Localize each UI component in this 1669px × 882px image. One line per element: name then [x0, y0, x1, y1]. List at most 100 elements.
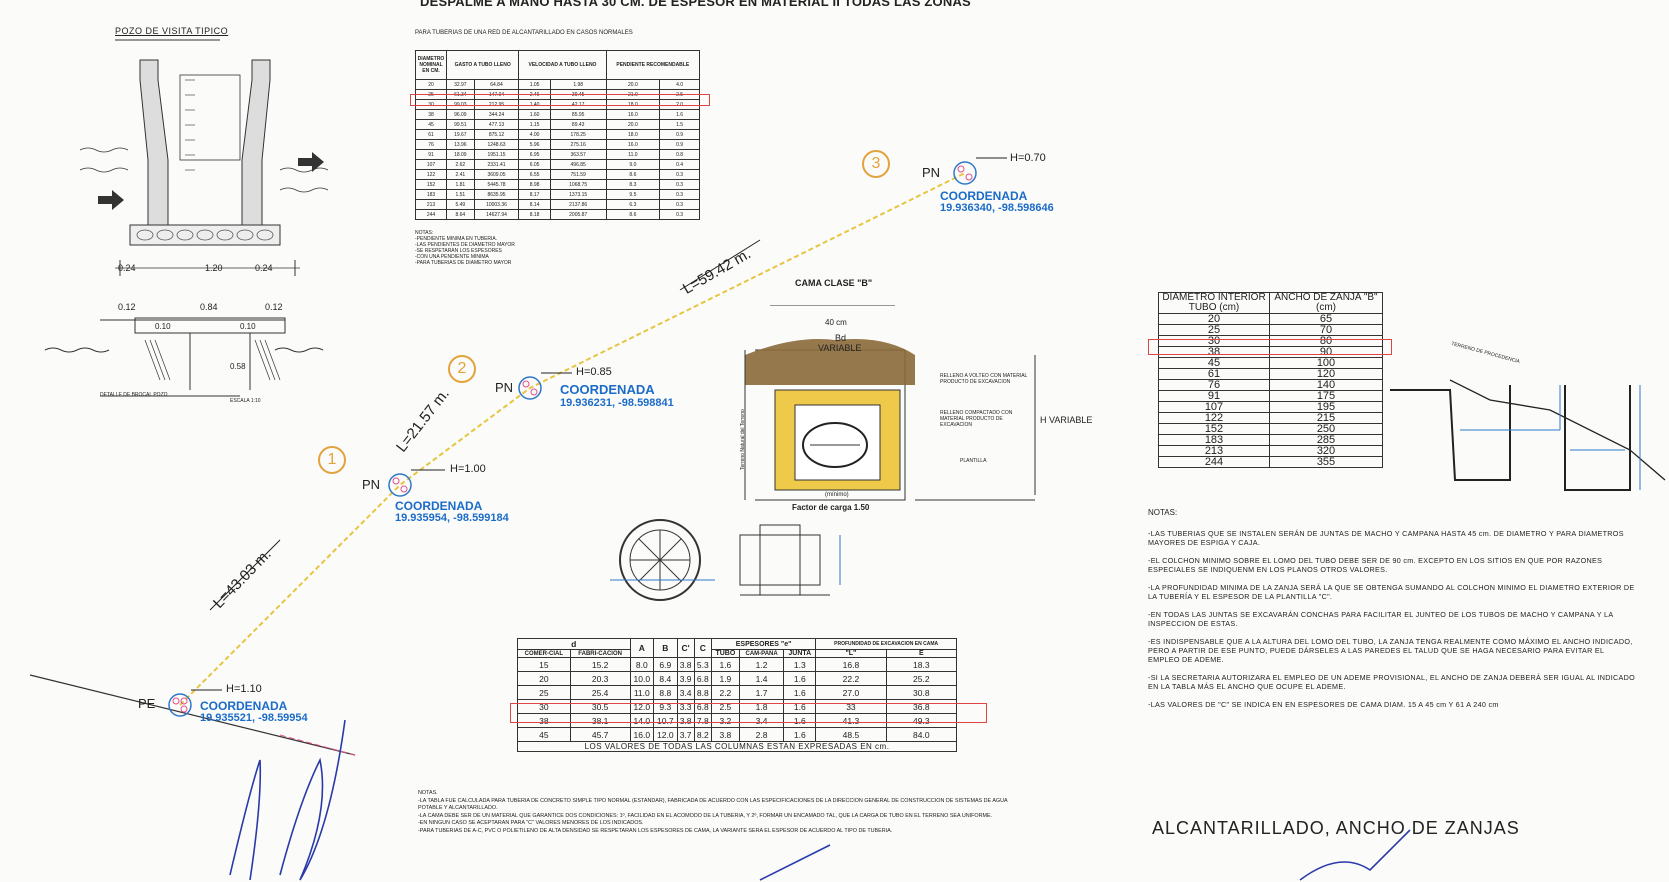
- tub-highlight: [410, 94, 710, 106]
- point-pe-coord: 19.935521, -98.59954: [200, 712, 308, 724]
- tub-cell: 1.15: [518, 119, 551, 130]
- page-title: DESPALME A MANO HASTA 30 CM. DE ESPESOR …: [420, 0, 971, 9]
- dims-cell: 2.8: [738, 727, 785, 742]
- tub-cell: 6.95: [518, 149, 551, 160]
- dims-cell: 45.7: [569, 727, 631, 742]
- cama-variable: VARIABLE: [818, 343, 862, 353]
- dims-h-tubo: TUBO: [710, 649, 740, 658]
- tub-cell: 0.3: [659, 199, 700, 210]
- note-2: -EL COLCHON MINIMO SOBRE EL LOMO DEL TUB…: [1148, 556, 1603, 574]
- zanja-cell: 213: [1158, 445, 1270, 457]
- dims-cell: 27.0: [815, 685, 887, 700]
- tub-cell: 8.64: [446, 209, 475, 220]
- dims-cell: 2.2: [710, 685, 740, 700]
- pozo-detail: POZO DE VISITA TIPICO: [40, 20, 340, 405]
- dims-cell: 8.8: [653, 685, 678, 700]
- tub-cell: 477.13: [473, 119, 520, 130]
- dims-cell: 20: [517, 671, 571, 686]
- distance-2: L=21.57 m.: [393, 385, 453, 456]
- point-3-label[interactable]: PN: [922, 165, 941, 180]
- excavation-sketch: [1390, 379, 1666, 491]
- tub-cell: 6.55: [518, 169, 551, 180]
- tub-cell: 344.24: [473, 109, 520, 120]
- tub-cell: 244: [415, 209, 447, 220]
- plan-dim-4: 0.10: [240, 322, 256, 331]
- point-2-h: H=0.85: [576, 366, 612, 378]
- zanja-cell: 76: [1158, 379, 1270, 391]
- tub-cell: 1373.15: [549, 189, 607, 200]
- zanja-cell: 183: [1158, 434, 1270, 446]
- zanja-table: DIAMETRO INTERIOR TUBO (cm) ANCHO DE ZAN…: [1158, 292, 1383, 468]
- dims-cell: 15.2: [569, 657, 631, 672]
- dims-cell: 30.8: [885, 685, 958, 700]
- dims-h-junta: JUNTA: [783, 649, 817, 658]
- note-7: -LAS VALORES DE "C" SE INDICA EN EN ESPE…: [1148, 700, 1499, 709]
- dims-cell: 3.7: [676, 727, 695, 742]
- tub-cell: 99.51: [446, 119, 475, 130]
- point-2-label[interactable]: PN: [495, 380, 514, 395]
- dims-footer: LOS VALORES DE TODAS LAS COLUMNAS ESTAN …: [517, 741, 957, 752]
- tub-cell: 9.0: [605, 159, 661, 170]
- zanja-cell: 20: [1158, 313, 1270, 325]
- tub-cell: 1.05: [518, 79, 551, 90]
- dims-cell: 16.0: [629, 727, 655, 742]
- zanja-cell: 122: [1158, 412, 1270, 424]
- tub-cell: 6.3: [605, 199, 661, 210]
- cama-bd: Bd: [835, 333, 847, 343]
- dims-h-b: B: [653, 638, 678, 658]
- tub-cell: 1951.15: [473, 149, 520, 160]
- plan-scale: ESCALA 1:10: [230, 398, 261, 404]
- dims-cell: 1.6: [783, 727, 817, 742]
- plan-dim-3: 0.10: [155, 322, 171, 331]
- dims-cell: 1.9: [710, 671, 740, 686]
- point-pe[interactable]: PE: [138, 695, 155, 713]
- tub-cell: 45: [415, 119, 447, 130]
- tub-cell: 178.25: [549, 129, 607, 140]
- dims-cell: 25: [517, 685, 571, 700]
- tub-cell: 107: [415, 159, 447, 170]
- point-1-coord-title: COORDENADA: [395, 499, 483, 513]
- dims-cell: 1.2: [738, 657, 785, 672]
- note-3: -LA PROFUNDIDAD MINIMA DE LA ZANJA SERÁ …: [1148, 583, 1635, 601]
- dims-cell: 18.3: [885, 657, 958, 672]
- cama-relleno2: RELLENO COMPACTADO CON MATERIAL PRODUCTO…: [940, 410, 1013, 428]
- point-1-label[interactable]: PN: [362, 477, 381, 492]
- dims-cell: 3.8: [710, 727, 740, 742]
- tub-cell: 8.17: [518, 189, 551, 200]
- dims-h-c: C: [693, 638, 712, 658]
- dims-cell: 1.6: [783, 671, 817, 686]
- point-pe-h: H=1.10: [226, 683, 262, 695]
- dims-cell: 45: [517, 727, 571, 742]
- zanja-h-diam: DIAMETRO INTERIOR TUBO (cm): [1158, 292, 1270, 314]
- tub-cell: 5445.78: [473, 179, 520, 190]
- dims-highlight: [510, 703, 987, 723]
- point-1-coord: 19.935954, -98.599184: [395, 512, 509, 524]
- dims-group-prof: PROFUNDIDAD DE EXCAVACION EN CAMA: [815, 638, 957, 650]
- dims-table: d A B C' C ESPESORES "e" PROFUNDIDAD DE …: [517, 638, 958, 752]
- tub-cell: 2.62: [446, 159, 475, 170]
- dims-cell: 1.6: [710, 657, 740, 672]
- tub-cell: 16.0: [605, 139, 661, 150]
- tub-cell: 14627.94: [473, 209, 520, 220]
- zanja-cell: 61: [1158, 368, 1270, 380]
- tub-cell: 875.12: [473, 129, 520, 140]
- tub-cell: 11.0: [605, 149, 661, 160]
- dims-cell: 8.0: [629, 657, 655, 672]
- tub-cell: 89.43: [549, 119, 607, 130]
- pozo-dim-a: 0.24: [118, 263, 136, 273]
- tub-h1: GASTO A TUBO LLENO: [445, 50, 520, 80]
- point-1-h: H=1.00: [450, 463, 486, 475]
- point-2-coord: 19.936231, -98.598841: [560, 397, 674, 409]
- dims-cell: 15: [517, 657, 571, 672]
- pozo-drawing: [44, 39, 329, 397]
